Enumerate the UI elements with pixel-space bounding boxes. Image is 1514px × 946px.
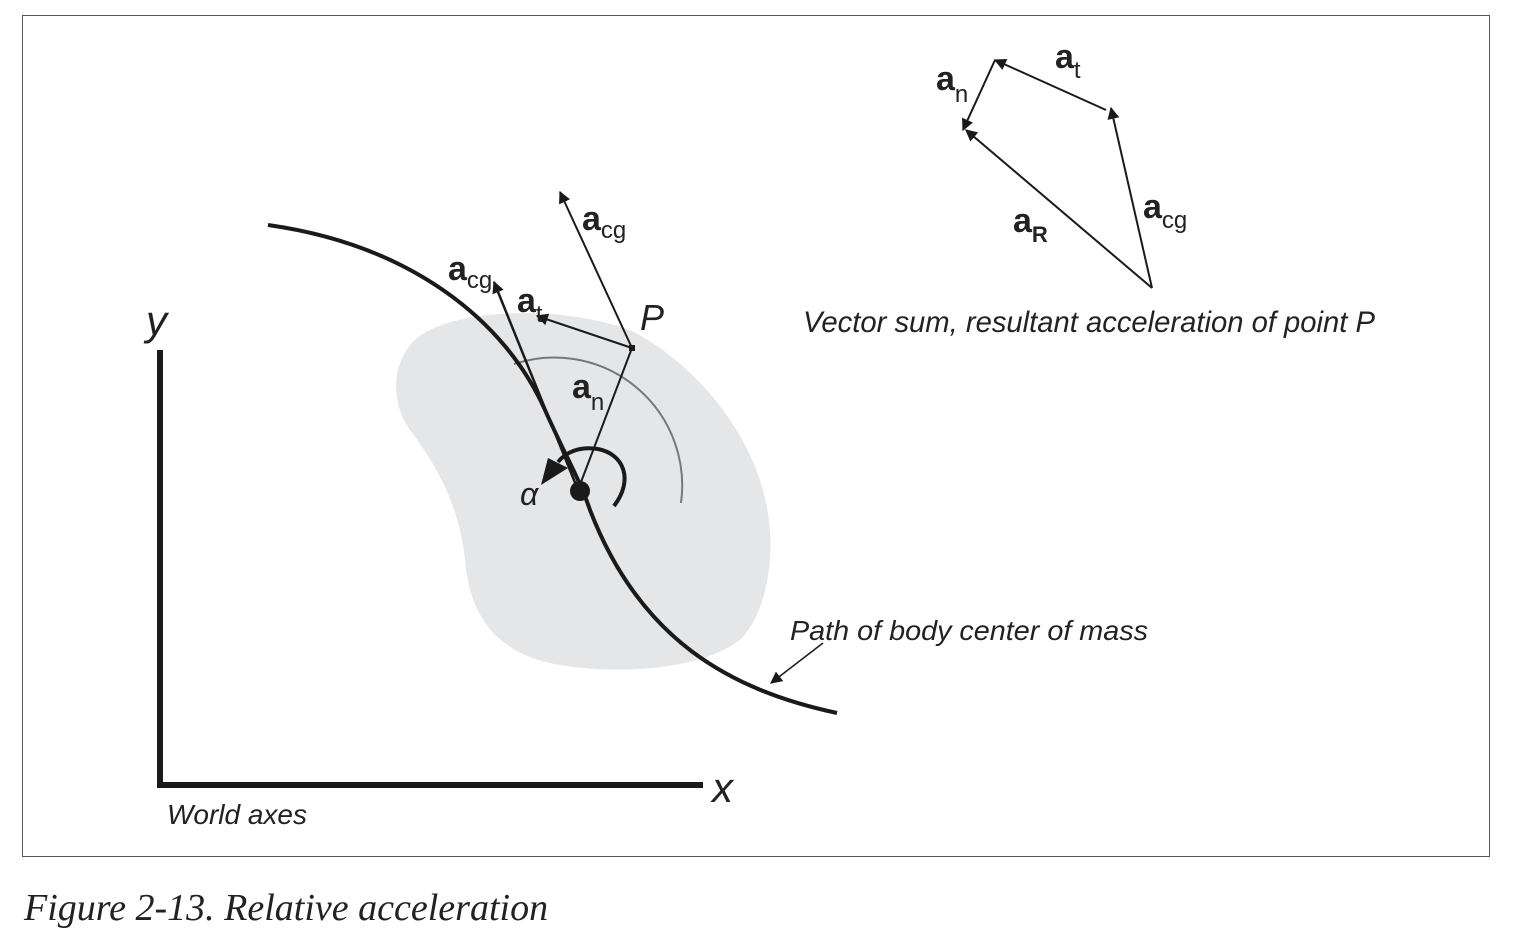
sum-an-vector [962,59,996,132]
sum-acg-label-base: a [1143,188,1163,226]
figure-caption: Figure 2-13. Relative acceleration [24,887,549,929]
point-p-label: P [640,297,664,338]
an-label-body-base: a [572,368,592,406]
an-label-body: an [572,368,604,416]
at-label-body-sub: t [536,301,543,328]
world-axes-caption: World axes [167,799,307,830]
acg-label-cm: acg [448,250,492,294]
sum-acg-label-sub: cg [1162,207,1187,234]
sum-an-label-sub: n [955,81,968,108]
acg-label-p-sub: cg [601,217,626,244]
sum-an-label-base: a [936,60,956,98]
sum-acg-label: acg [1143,188,1187,234]
sum-ar-label-sub: R [1032,222,1048,247]
acg-label-p: acg [582,200,626,244]
sum-acg-vector [1107,106,1153,289]
angular-acceleration-arrowhead [541,458,568,485]
point-p-marker [629,345,635,351]
at-label-body-base: a [517,282,537,320]
center-of-mass-path [267,223,838,715]
acg-vector-p [559,190,633,349]
sum-an-label: an [936,60,968,108]
an-label-body-sub: n [591,389,604,416]
sum-at-label-base: a [1055,38,1075,76]
angular-acceleration-arrow [556,446,627,508]
acg-label-cm-base: a [448,250,468,288]
world-axes [157,350,703,788]
sum-ar-label: aR [1013,202,1048,247]
path-caption-leader [770,642,824,684]
center-of-mass-dot [570,481,590,501]
at-vector [535,313,633,349]
sum-ar-vector [965,129,1153,289]
acg-label-p-base: a [582,200,602,238]
alpha-label: α [520,476,539,512]
at-label-body: at [517,282,543,328]
rotation-arc [513,356,684,504]
axis-x-label: x [710,764,735,811]
an-vector [577,347,633,491]
axis-y-label: y [143,297,170,344]
figure-frame [22,15,1490,857]
path-caption: Path of body center of mass [790,615,1148,646]
sum-ar-label-base: a [1013,202,1033,240]
acg-label-cm-sub: cg [467,267,492,294]
vector-sum-caption: Vector sum, resultant acceleration of po… [803,306,1375,339]
sum-at-label: at [1055,38,1081,84]
sum-at-vector [993,58,1107,111]
sum-at-label-sub: t [1074,57,1081,84]
